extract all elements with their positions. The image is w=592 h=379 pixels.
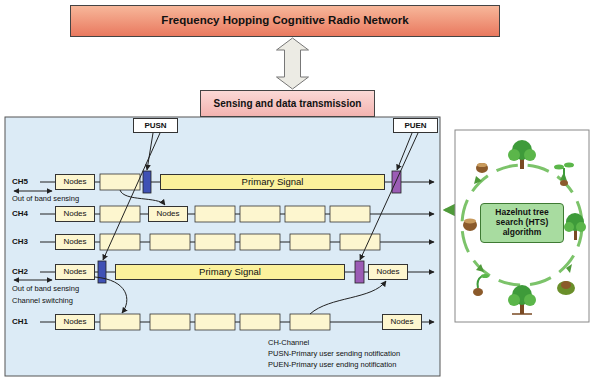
algorithm-frame (455, 130, 589, 322)
switching-arrow (95, 190, 386, 314)
nodes-box: Nodes (382, 314, 422, 330)
channel-label: CH5 (12, 177, 28, 187)
nodes-box: Nodes (55, 174, 95, 190)
channel-label: CH3 (12, 237, 28, 247)
node-text: Frequency Hopping Cognitive Radio Networ… (161, 14, 408, 27)
algorithm-label-box: Hazelnut tree search (HTS) algorithm (480, 203, 564, 243)
node-text: Nodes (63, 209, 86, 218)
channel-label: CH2 (12, 267, 28, 277)
channel-label: CH4 (12, 209, 28, 219)
nodes-box: Nodes (55, 264, 95, 280)
channel-label: Out of band sensing (12, 194, 79, 204)
primary-signal-box: Primary Signal (115, 264, 345, 280)
slot-box (100, 174, 380, 330)
channel-panel (5, 117, 440, 376)
sensing-box: Sensing and data transmission (200, 90, 375, 117)
channel-label: Channel switching (12, 296, 73, 306)
notification-arrow (103, 133, 418, 260)
sensing-span-arrow (14, 191, 52, 280)
algorithm-arrow (445, 210, 455, 211)
channel-lines (40, 182, 434, 322)
nodes-box: Nodes (368, 264, 408, 280)
node-text: Nodes (390, 317, 413, 326)
node-text: Nodes (63, 267, 86, 276)
node-text: Hazelnut tree search (HTS) algorithm (484, 208, 560, 237)
nodes-box: Nodes (55, 206, 95, 222)
legend-note: PUSN-Primary user sending notification (268, 349, 400, 359)
node-text: Primary Signal (242, 177, 304, 188)
node-text: PUEN (404, 121, 426, 130)
title-box: Frequency Hopping Cognitive Radio Networ… (70, 5, 500, 37)
block-arrow (277, 38, 309, 89)
node-text: Sensing and data transmission (214, 98, 362, 110)
hazelnut-cycle-illustration (462, 140, 586, 314)
nodes-box: Nodes (148, 206, 188, 222)
node-text: Nodes (63, 237, 86, 246)
node-text: Nodes (156, 209, 179, 218)
node-text: PUSN (144, 121, 166, 130)
legend-note: CH-Channel (268, 338, 309, 348)
nodes-box: Nodes (55, 314, 95, 330)
notification-box: PUEN (393, 118, 438, 133)
legend-note: PUEN-Primary user ending notification (268, 360, 396, 370)
channel-label: Out of band sensing (12, 284, 79, 294)
node-text: Nodes (63, 317, 86, 326)
notification-marker (98, 171, 401, 283)
nodes-box: Nodes (55, 234, 95, 250)
node-text: Primary Signal (199, 267, 261, 278)
node-text: Nodes (63, 177, 86, 186)
channel-label: CH1 (12, 317, 28, 327)
notification-box: PUSN (133, 118, 178, 133)
primary-signal-box: Primary Signal (160, 174, 385, 190)
node-text: Nodes (376, 267, 399, 276)
